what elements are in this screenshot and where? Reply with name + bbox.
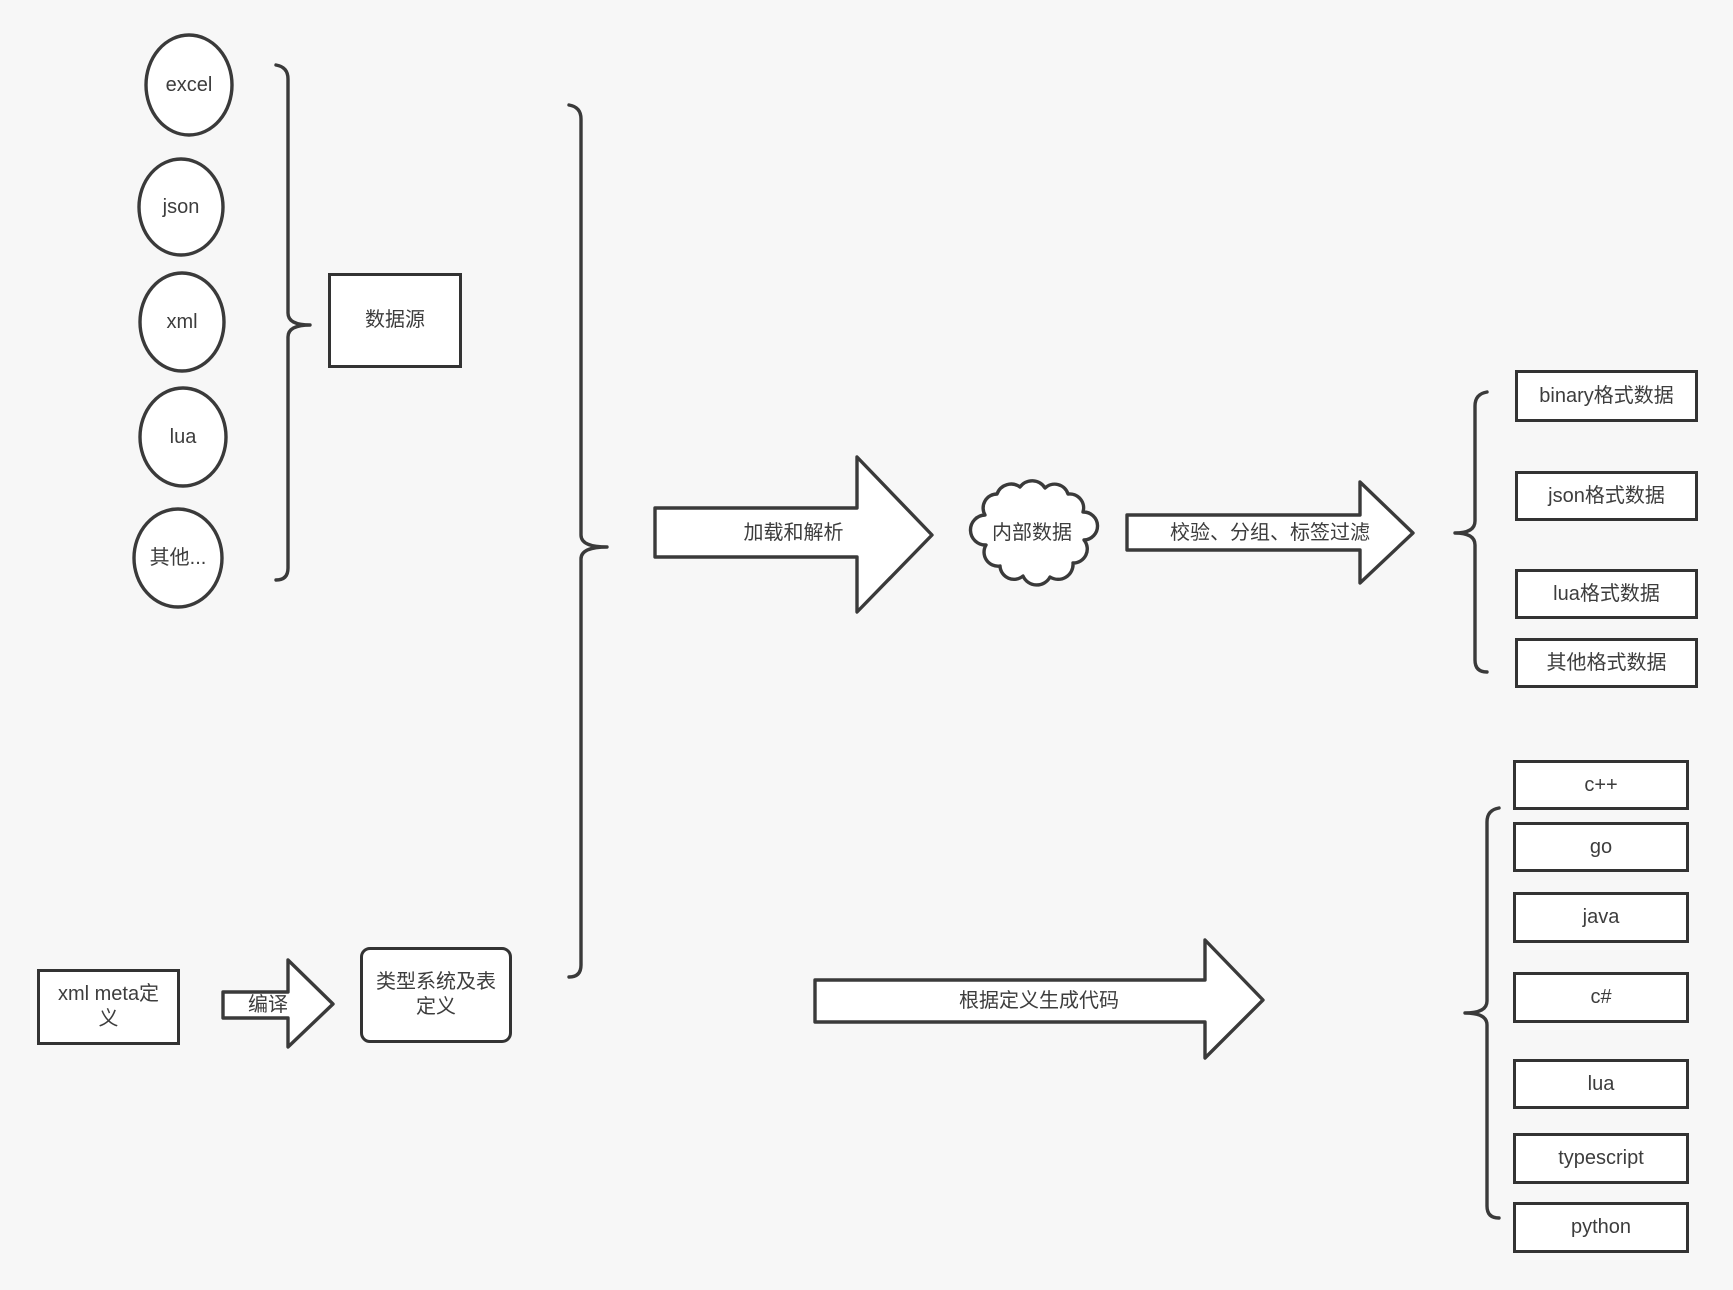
format-box-other: 其他格式数据 [1515, 638, 1698, 688]
source-ellipse-excel [144, 33, 234, 137]
language-box-lua: lua [1513, 1059, 1689, 1109]
filter-arrow [1125, 480, 1415, 585]
inputs-brace [567, 103, 609, 979]
languages-brace [1463, 806, 1501, 1220]
type-system-label: 类型系统及表定义 [376, 971, 496, 1018]
source-ellipse-xml [138, 271, 226, 373]
language-box-python: python [1513, 1202, 1689, 1253]
language-box-cpp: c++ [1513, 760, 1689, 810]
format-box-json: json格式数据 [1515, 471, 1698, 521]
source-ellipse-other [132, 507, 224, 609]
load-parse-arrow [653, 455, 934, 614]
source-ellipse-json [137, 157, 225, 257]
meta-definition-box: xml meta定义 [37, 969, 180, 1045]
formats-brace [1453, 390, 1489, 674]
meta-definition-label: xml meta定义 [57, 983, 160, 1030]
datasource-box: 数据源 [328, 273, 462, 368]
language-box-java: java [1513, 892, 1689, 943]
format-box-lua: lua格式数据 [1515, 569, 1698, 619]
sources-brace [274, 63, 312, 582]
format-box-binary: binary格式数据 [1515, 370, 1698, 422]
compile-arrow [221, 958, 335, 1049]
language-box-go: go [1513, 822, 1689, 872]
type-system-box: 类型系统及表定义 [360, 947, 512, 1043]
source-ellipse-lua [138, 386, 228, 488]
internal-data-cloud [968, 479, 1100, 587]
language-box-typescript: typescript [1513, 1133, 1689, 1184]
generate-code-arrow [813, 938, 1265, 1060]
language-box-csharp: c# [1513, 972, 1689, 1023]
